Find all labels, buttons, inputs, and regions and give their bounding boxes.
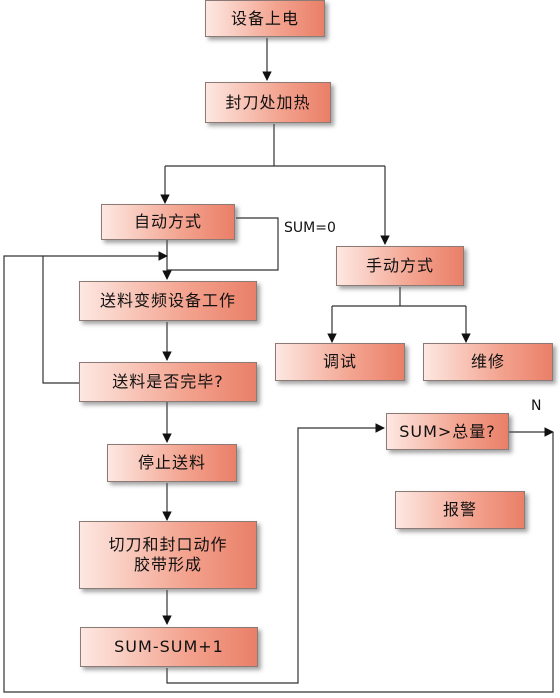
node-debug: 调试 [275,343,405,381]
node-power-on: 设备上电 [205,0,325,37]
node-feed-done: 送料是否完毕? [79,362,257,402]
loop-feed-not-done [42,251,168,384]
label-sum-init: SUM=0 [284,220,336,236]
node-cut-seal: 切刀和封口动作 胶带形成 [79,521,257,589]
node-auto-mode: 自动方式 [101,204,235,240]
node-alarm: 报警 [395,491,525,529]
node-sum-check: SUM>总量? [386,413,509,450]
node-feed-vfd: 送料变频设备工作 [79,281,257,321]
node-manual-mode: 手动方式 [336,246,464,286]
loop-sum-to-feed [3,255,554,693]
line-manual-split [332,287,466,307]
label-no: N [531,398,542,414]
node-heat-sealer: 封刀处加热 [205,82,331,123]
node-maintain: 维修 [423,343,553,381]
line-inc-to-sumcheck [166,423,385,684]
loop-sum-init [167,217,279,271]
node-stop-feed: 停止送料 [107,444,237,482]
node-sum-inc: SUM-SUM+1 [80,627,258,667]
